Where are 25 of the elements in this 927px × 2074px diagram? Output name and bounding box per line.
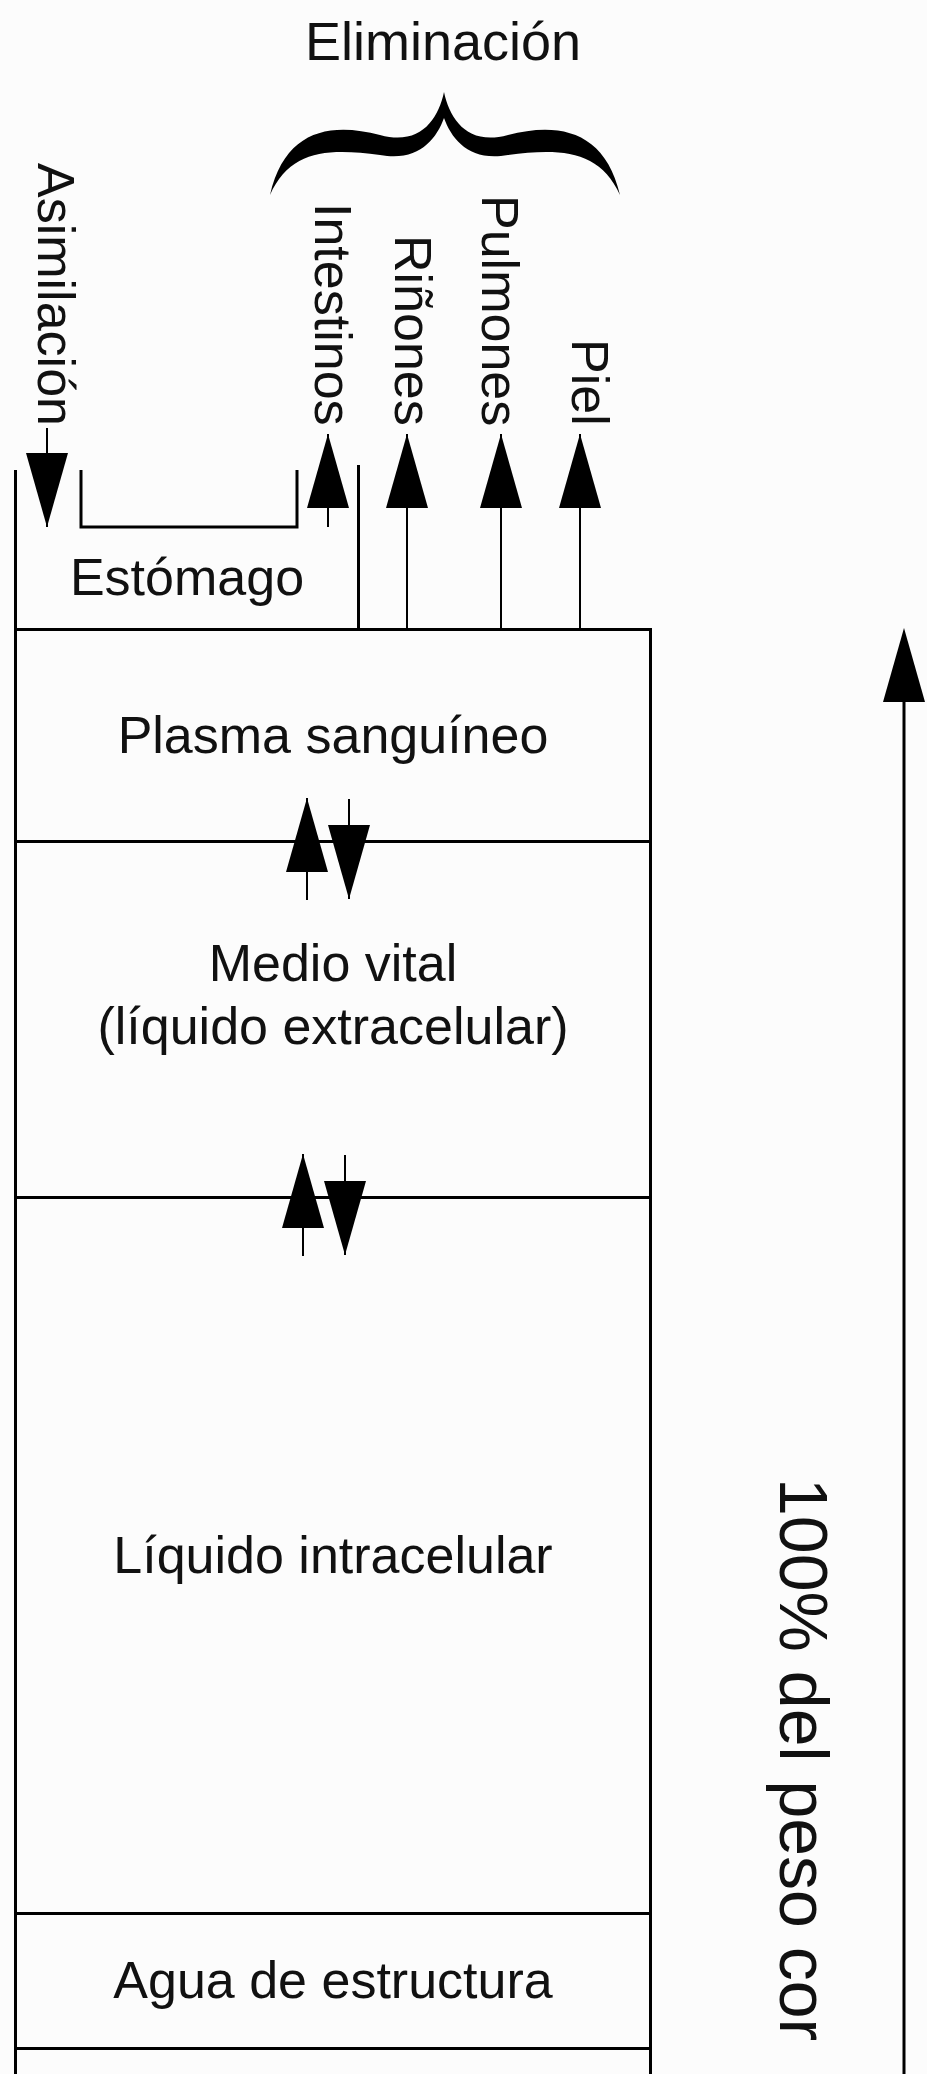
arrow [324,1154,366,1256]
compartment-name: Estómago [69,547,305,609]
arrow [328,798,370,900]
compartment-band [14,1196,652,1913]
compartment-band [14,840,652,1197]
vertical-label: Intestinos [307,186,359,426]
arrow [282,1153,324,1257]
vertical-label: Pulmones [474,174,526,426]
arrow [26,427,68,528]
vertical-label: Piel [564,330,616,426]
compartment-name: Medio vital (líquido extracelular) [97,932,569,1057]
arrow [559,433,601,629]
arrow [307,433,349,528]
compartment-name: Plasma sanguíneo [117,705,549,767]
arrow [286,797,328,901]
group-label: Eliminación [305,14,582,68]
arrow [386,433,428,629]
compartment-band [14,1912,652,2050]
compartment-name: Líquido intracelular [113,1525,553,1587]
vertical-label: Asimilación [30,140,82,426]
compartment-name: Agua de estructura [113,1950,553,2012]
arrow [480,433,522,629]
vertical-label: Riñones [387,218,439,426]
compartment-band [14,628,652,841]
stomach-compartment [14,527,360,629]
